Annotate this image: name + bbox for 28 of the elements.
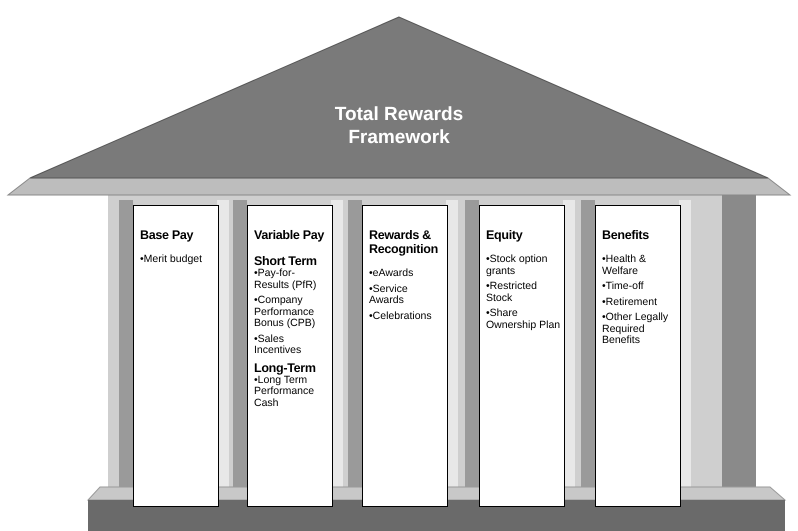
pillar xyxy=(133,205,219,507)
pillar-heading: Variable Pay xyxy=(254,228,326,242)
pillar-heading: Rewards & Recognition xyxy=(369,228,439,256)
pillar-heading: Base Pay xyxy=(140,228,194,242)
pillar-heading: Benefits xyxy=(602,228,650,242)
list-item: •Restricted Stock xyxy=(486,281,538,304)
list-item: •Merit budget xyxy=(140,254,204,266)
pillar-heading: Equity xyxy=(486,228,524,242)
list-item: •Sales Incentives xyxy=(254,334,302,356)
list-item: •Service Awards xyxy=(369,284,409,306)
pillar xyxy=(479,205,565,507)
pillar xyxy=(247,205,333,507)
list-item: •Retirement xyxy=(602,296,658,308)
list-item: •Other Legally Required Benefits xyxy=(602,312,670,346)
list-item: •eAwards xyxy=(369,268,414,280)
list-item: •Time-off xyxy=(602,281,645,292)
list-item: •Pay-for-Results (PfR) xyxy=(254,268,318,291)
roof-title: Total Rewards Framework xyxy=(334,103,464,149)
subheading: Long-Term xyxy=(254,360,317,374)
pillar xyxy=(595,205,681,507)
list-item: •Share Ownership Plan xyxy=(486,308,561,331)
list-item: •Stock option grants xyxy=(486,254,548,277)
subheading: Short Term xyxy=(254,254,318,268)
list-item: •Celebrations xyxy=(369,310,433,322)
pillar xyxy=(362,205,448,507)
list-item: •Company Performance Bonus (CPB) xyxy=(254,295,316,330)
list-item: •Long Term Performance Cash xyxy=(254,374,314,409)
list-item: •Health & Welfare xyxy=(602,254,647,277)
